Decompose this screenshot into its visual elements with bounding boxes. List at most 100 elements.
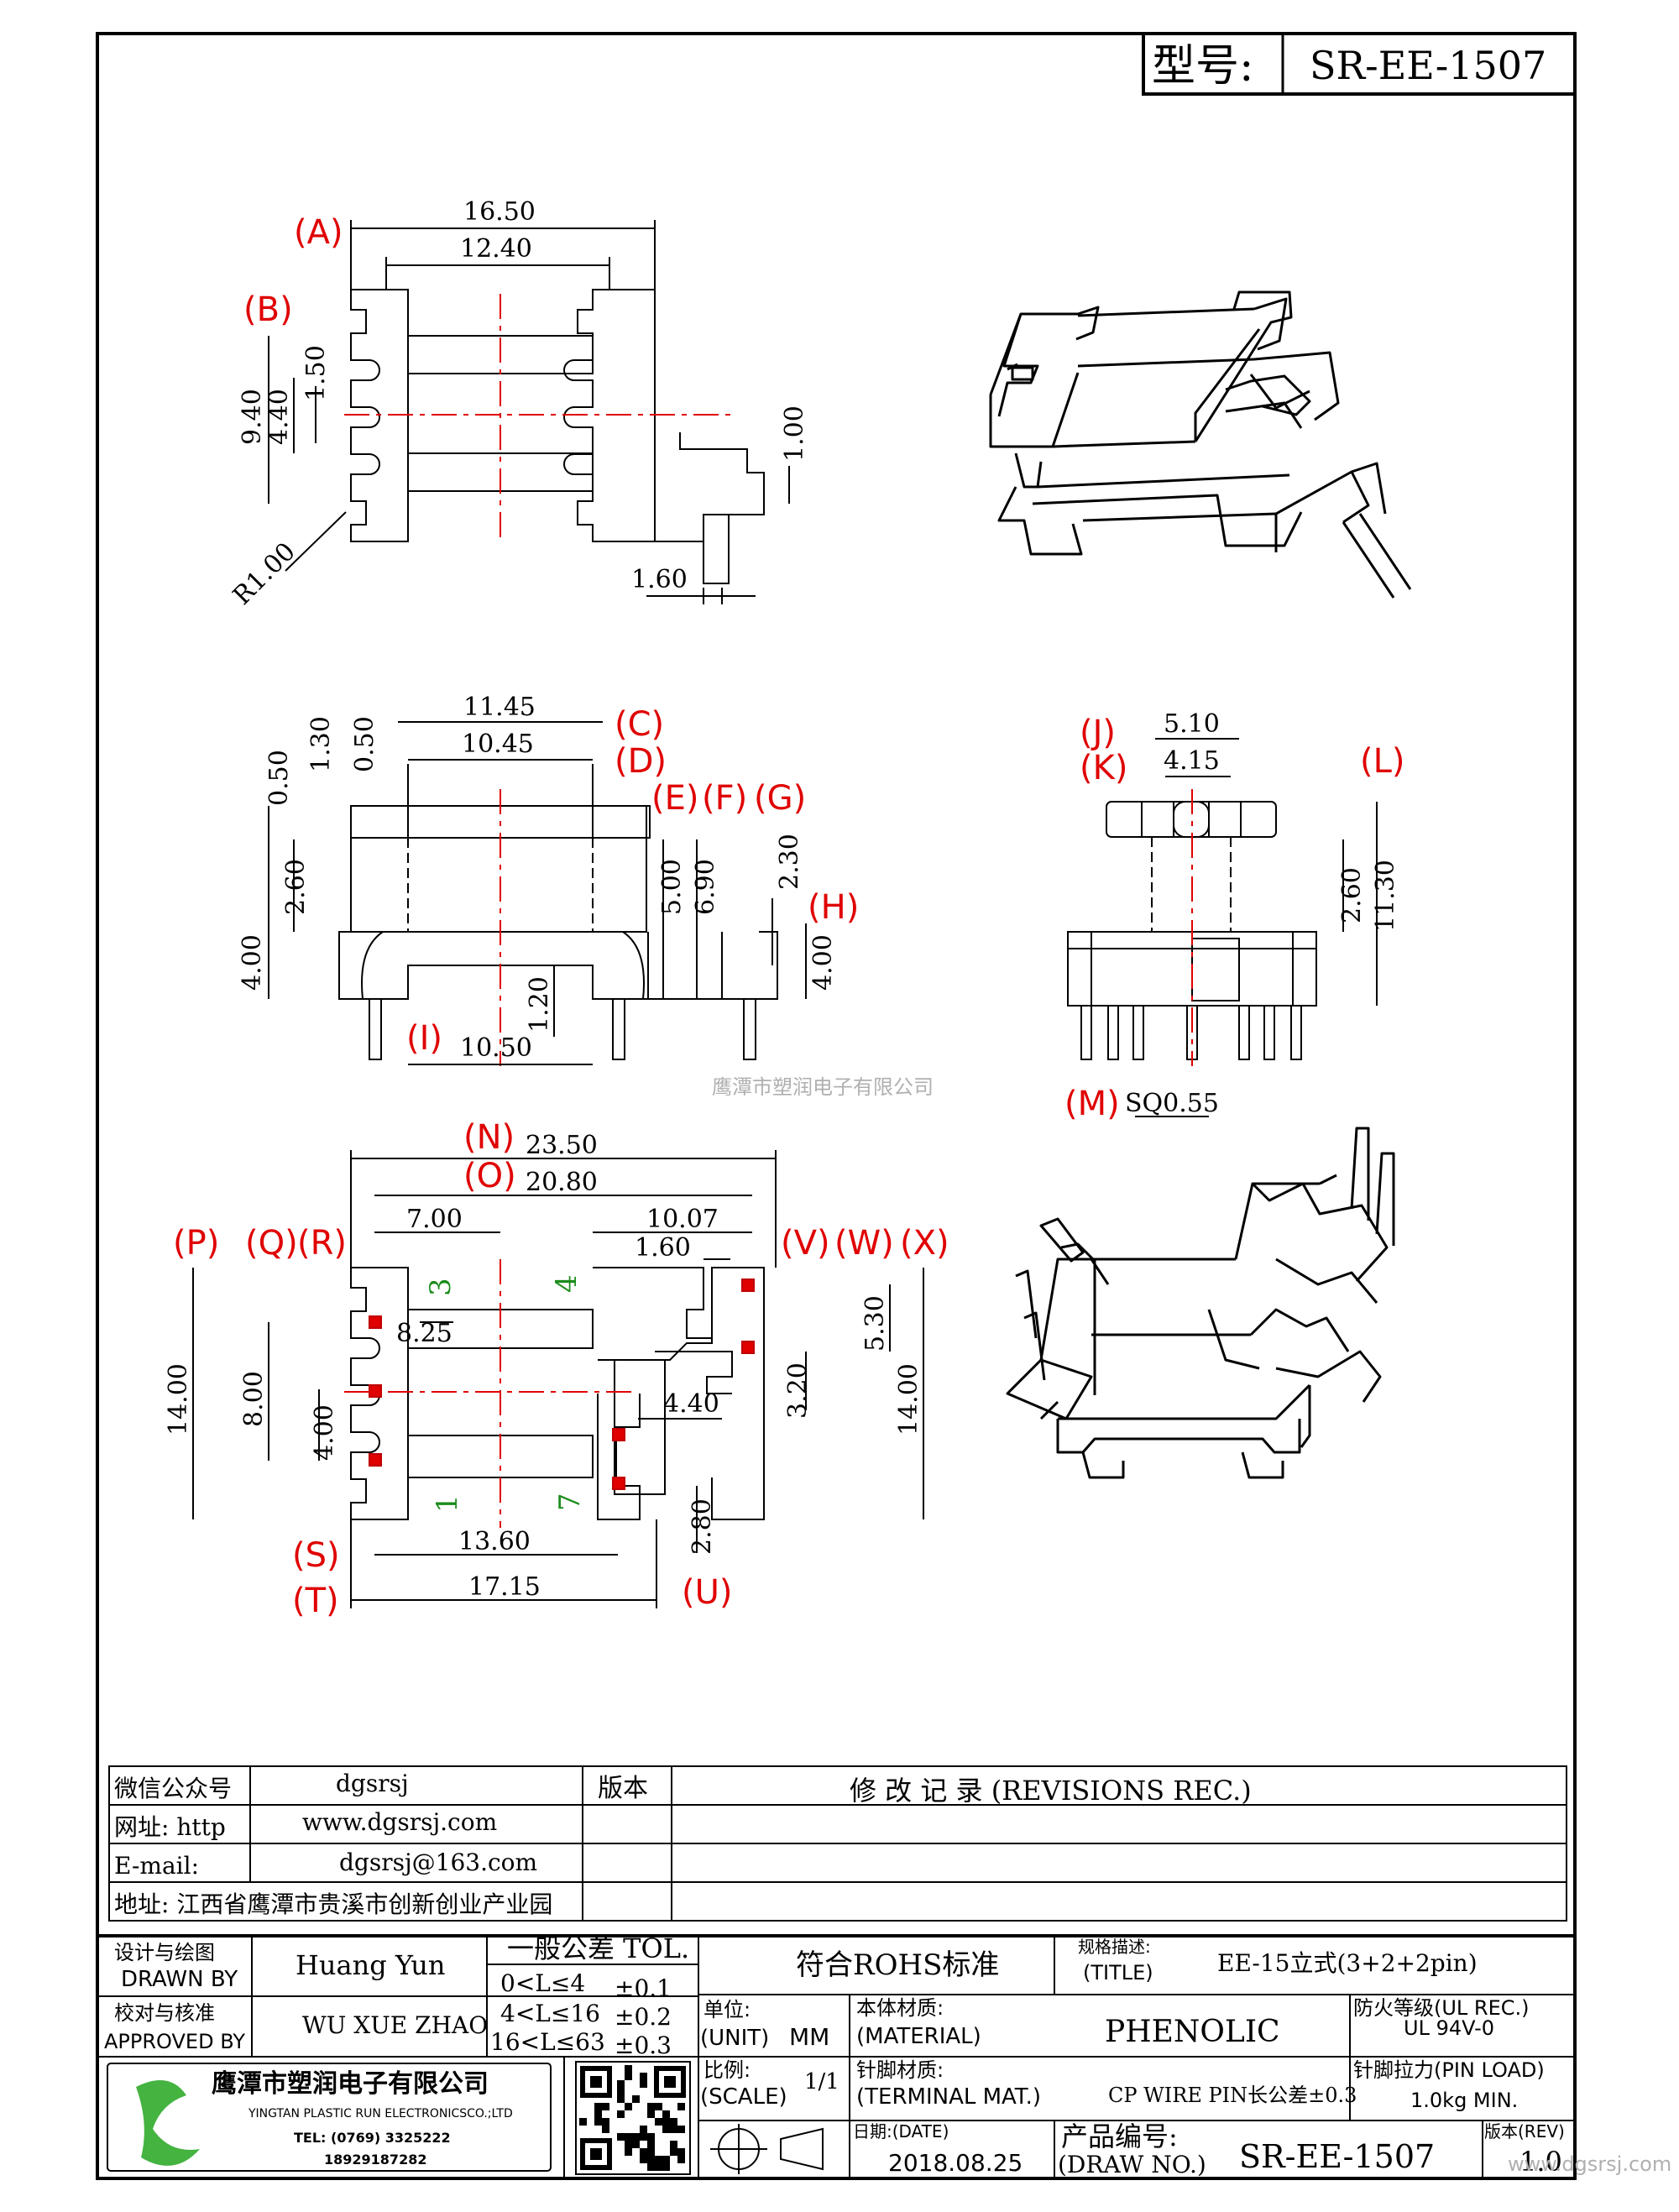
qr-module (677, 2148, 685, 2156)
label-c: (C) (615, 705, 664, 744)
label-s: (S) (292, 1536, 340, 1575)
dim-top-1: 16.50 (463, 197, 536, 227)
company-box: 鹰潭市塑润电子有限公司 YINGTAN PLASTIC RUN ELECTRON… (136, 2069, 513, 2168)
qr-module (670, 2118, 677, 2126)
qr-code (575, 2061, 691, 2175)
dim-front-5: 0.50 (350, 716, 379, 772)
dim-bot-5: 1.60 (635, 1233, 691, 1263)
dim-top-3: 9.40 (238, 389, 267, 445)
qr-module (617, 2133, 625, 2141)
label-f: (F) (702, 779, 747, 818)
qr-module (662, 2163, 670, 2171)
dim-front-2: 10.45 (462, 729, 534, 759)
dim-top-8: R1.00 (228, 537, 301, 611)
qr-module (677, 2103, 685, 2110)
dim-bot-9: 4.00 (310, 1404, 339, 1461)
qr-module (655, 2163, 662, 2171)
dim-bot-8: 8.00 (239, 1371, 269, 1427)
qr-module (602, 2118, 609, 2126)
label-a: (A) (294, 213, 343, 252)
material-cn: 本体材质: (856, 1996, 944, 2020)
ul-val: UL 94V-0 (1404, 2016, 1494, 2040)
approved-en: APPROVED BY (104, 2030, 245, 2053)
top-view (268, 220, 790, 604)
front-view-dims: 11.45 10.45 0.50 1.30 0.50 2.60 4.00 5.0… (238, 693, 859, 1063)
qr-module (625, 2065, 632, 2073)
dim-side-4: 11.30 (1371, 860, 1400, 932)
dim-front-13: 10.50 (460, 1033, 532, 1063)
dim-front-8: 5.00 (657, 859, 687, 915)
spec-val: EE-15立式(3+2+2pin) (1217, 1949, 1478, 1977)
tol-val-1: ±0.1 (615, 1974, 672, 2002)
qr-module (594, 2103, 602, 2110)
iso-view-2 (1006, 1127, 1395, 1479)
qr-module (625, 2073, 632, 2080)
bottom-view-dims: 23.50 20.80 7.00 10.07 1.60 8.25 14.00 8… (164, 1118, 949, 1620)
model-label: 型号: (1152, 41, 1254, 92)
qr-module (632, 2095, 640, 2103)
rohs: 符合ROHS标准 (796, 1948, 999, 1982)
contact-key-1: 微信公众号 (114, 1775, 232, 1802)
tol-val-2: ±0.2 (615, 2003, 672, 2031)
rev-cn: 版本(REV) (1484, 2121, 1565, 2141)
rev-header: 版本 (598, 1774, 648, 1803)
label-u: (U) (682, 1573, 733, 1612)
term-val: CP WIRE PIN长公差±0.3 (1108, 2084, 1357, 2107)
company-logo-icon (136, 2080, 200, 2166)
qr-module (640, 2080, 647, 2088)
qr-module (579, 2118, 587, 2126)
title-block-text: 设计与绘图 DRAWN BY Huang Yun 校对与核准 APPROVED … (104, 1932, 1565, 2178)
top-view-dims: 16.50 12.40 9.40 4.40 1.50 1.00 1.60 R1.… (228, 197, 809, 611)
draw-no-en: (DRAW NO.) (1058, 2151, 1206, 2178)
tol-val-3: ±0.3 (615, 2032, 672, 2059)
rev-val: 1.0 (1519, 2146, 1562, 2178)
drawn-val: Huang Yun (296, 1949, 445, 1981)
contact-key-3: E-mail: (114, 1852, 199, 1880)
unit-cn: 单位: (704, 1998, 751, 2021)
qr-module (655, 2156, 662, 2163)
qr-module (662, 2126, 670, 2133)
dim-side-1: 5.10 (1164, 709, 1220, 739)
qr-module (670, 2141, 677, 2148)
qr-module (602, 2126, 609, 2133)
tol-title: 一般公差 TOL. (507, 1932, 689, 1964)
qr-module (655, 2103, 662, 2110)
label-k: (K) (1080, 749, 1127, 787)
label-o: (O) (463, 1157, 516, 1195)
qr-module (632, 2133, 640, 2141)
date-val: 2018.08.25 (888, 2149, 1023, 2177)
qr-module (670, 2126, 677, 2133)
label-h: (H) (808, 888, 859, 927)
pin-1: 1 (431, 1494, 464, 1513)
unit-val: MM (789, 2023, 829, 2051)
model-value: SR-EE-1507 (1310, 43, 1546, 88)
qr-module (662, 2110, 670, 2118)
dim-front-4: 1.30 (306, 716, 336, 772)
bottom-view (192, 1150, 924, 1608)
qr-module (640, 2156, 647, 2163)
site-watermark: www.dgsrsj.com (1508, 2152, 1671, 2176)
tol-range-2: 4<L≤16 (500, 2000, 600, 2027)
pin-load-val: 1.0kg MIN. (1410, 2089, 1518, 2112)
dim-front-9: 6.90 (691, 859, 720, 915)
qr-module (662, 2156, 670, 2163)
spec-cn: 规格描述: (1078, 1937, 1151, 1957)
qr-module (647, 2148, 655, 2156)
scale-en: (SCALE) (700, 2084, 787, 2110)
contact-key-2: 网址: http (114, 1813, 226, 1841)
contact-table (108, 1765, 1567, 1922)
dim-top-6: 1.00 (780, 405, 809, 462)
qr-module (625, 2103, 632, 2110)
label-b: (B) (243, 290, 293, 329)
dim-front-7: 4.00 (238, 934, 267, 991)
qr-module (647, 2141, 655, 2148)
contact-val-3: dgsrsj@163.com (339, 1849, 537, 1876)
label-t: (T) (292, 1582, 339, 1620)
title-block (96, 1934, 1577, 2180)
approved-val: WU XUE ZHAO (302, 2011, 488, 2039)
dim-side-5: SQ0.55 (1125, 1089, 1219, 1118)
qr-module (640, 2073, 647, 2080)
dim-bot-10: 5.30 (860, 1295, 890, 1352)
dim-front-1: 11.45 (463, 693, 536, 722)
draw-no-val: SR-EE-1507 (1239, 2138, 1435, 2175)
